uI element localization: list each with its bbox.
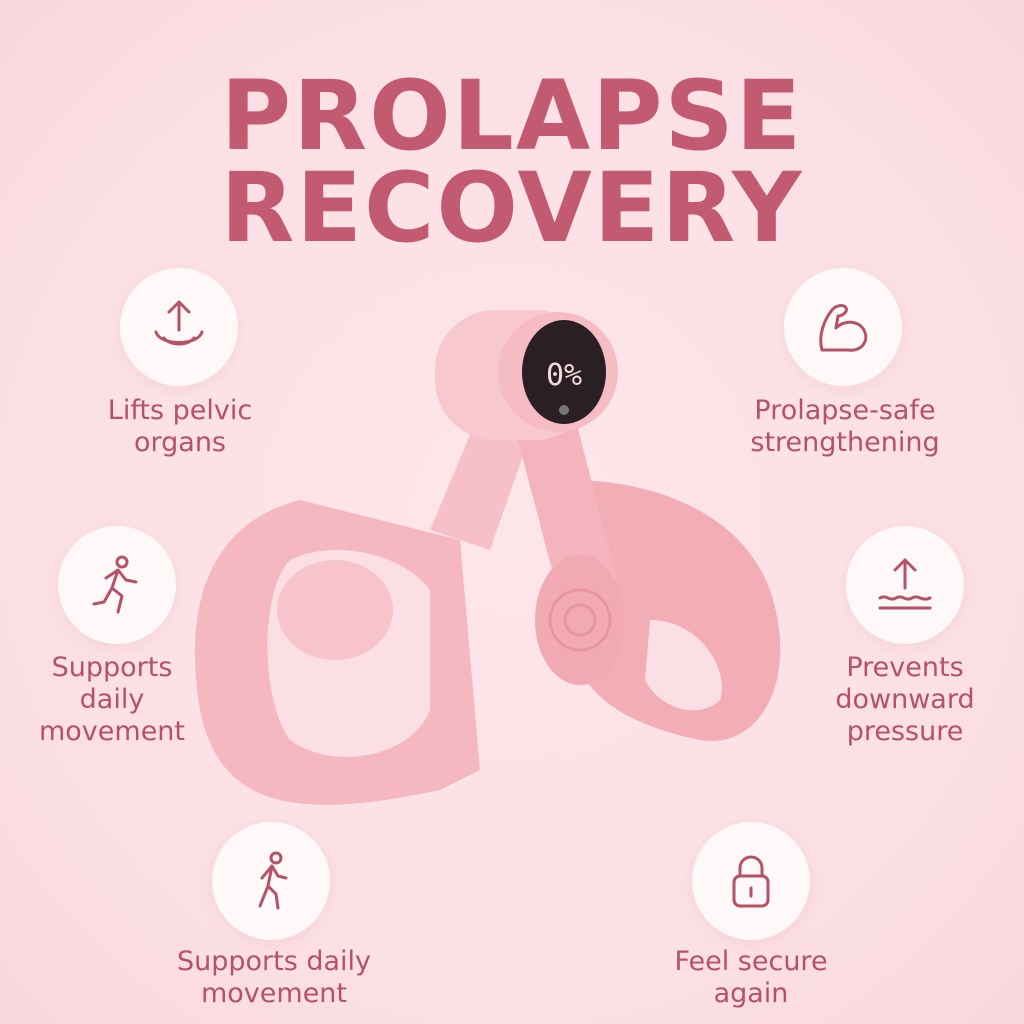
feature-label-5: Supports daily movement [176, 946, 372, 1009]
feature-icon-3 [58, 526, 176, 644]
feature-icon-5 [212, 822, 330, 940]
padlock-icon [732, 855, 770, 908]
lift-arrow-icon [154, 300, 204, 346]
walking-person-icon [258, 851, 288, 910]
running-person-icon [92, 555, 138, 614]
feature-label-1: Lifts pelvic organs [107, 395, 253, 458]
feature-label-2: Prolapse-safe strengthening [750, 395, 940, 458]
title-line-2: RECOVERY [220, 152, 804, 264]
feature-icon-6 [692, 822, 810, 940]
feature-icon-2 [784, 268, 902, 386]
feature-icon-1 [120, 268, 238, 386]
title-line-1: PROLAPSE [220, 60, 804, 172]
flexed-arm-icon [819, 304, 868, 352]
feature-label-6: Feel secure again [674, 946, 828, 1009]
feature-label-3: Supports daily movement [38, 652, 186, 747]
feature-icon-4 [846, 526, 964, 644]
feature-label-4: Prevents downward pressure [835, 652, 975, 747]
device-display: 0% [546, 358, 582, 393]
product-image: 0% [194, 310, 781, 805]
arrow-up-waves-icon [878, 558, 932, 610]
